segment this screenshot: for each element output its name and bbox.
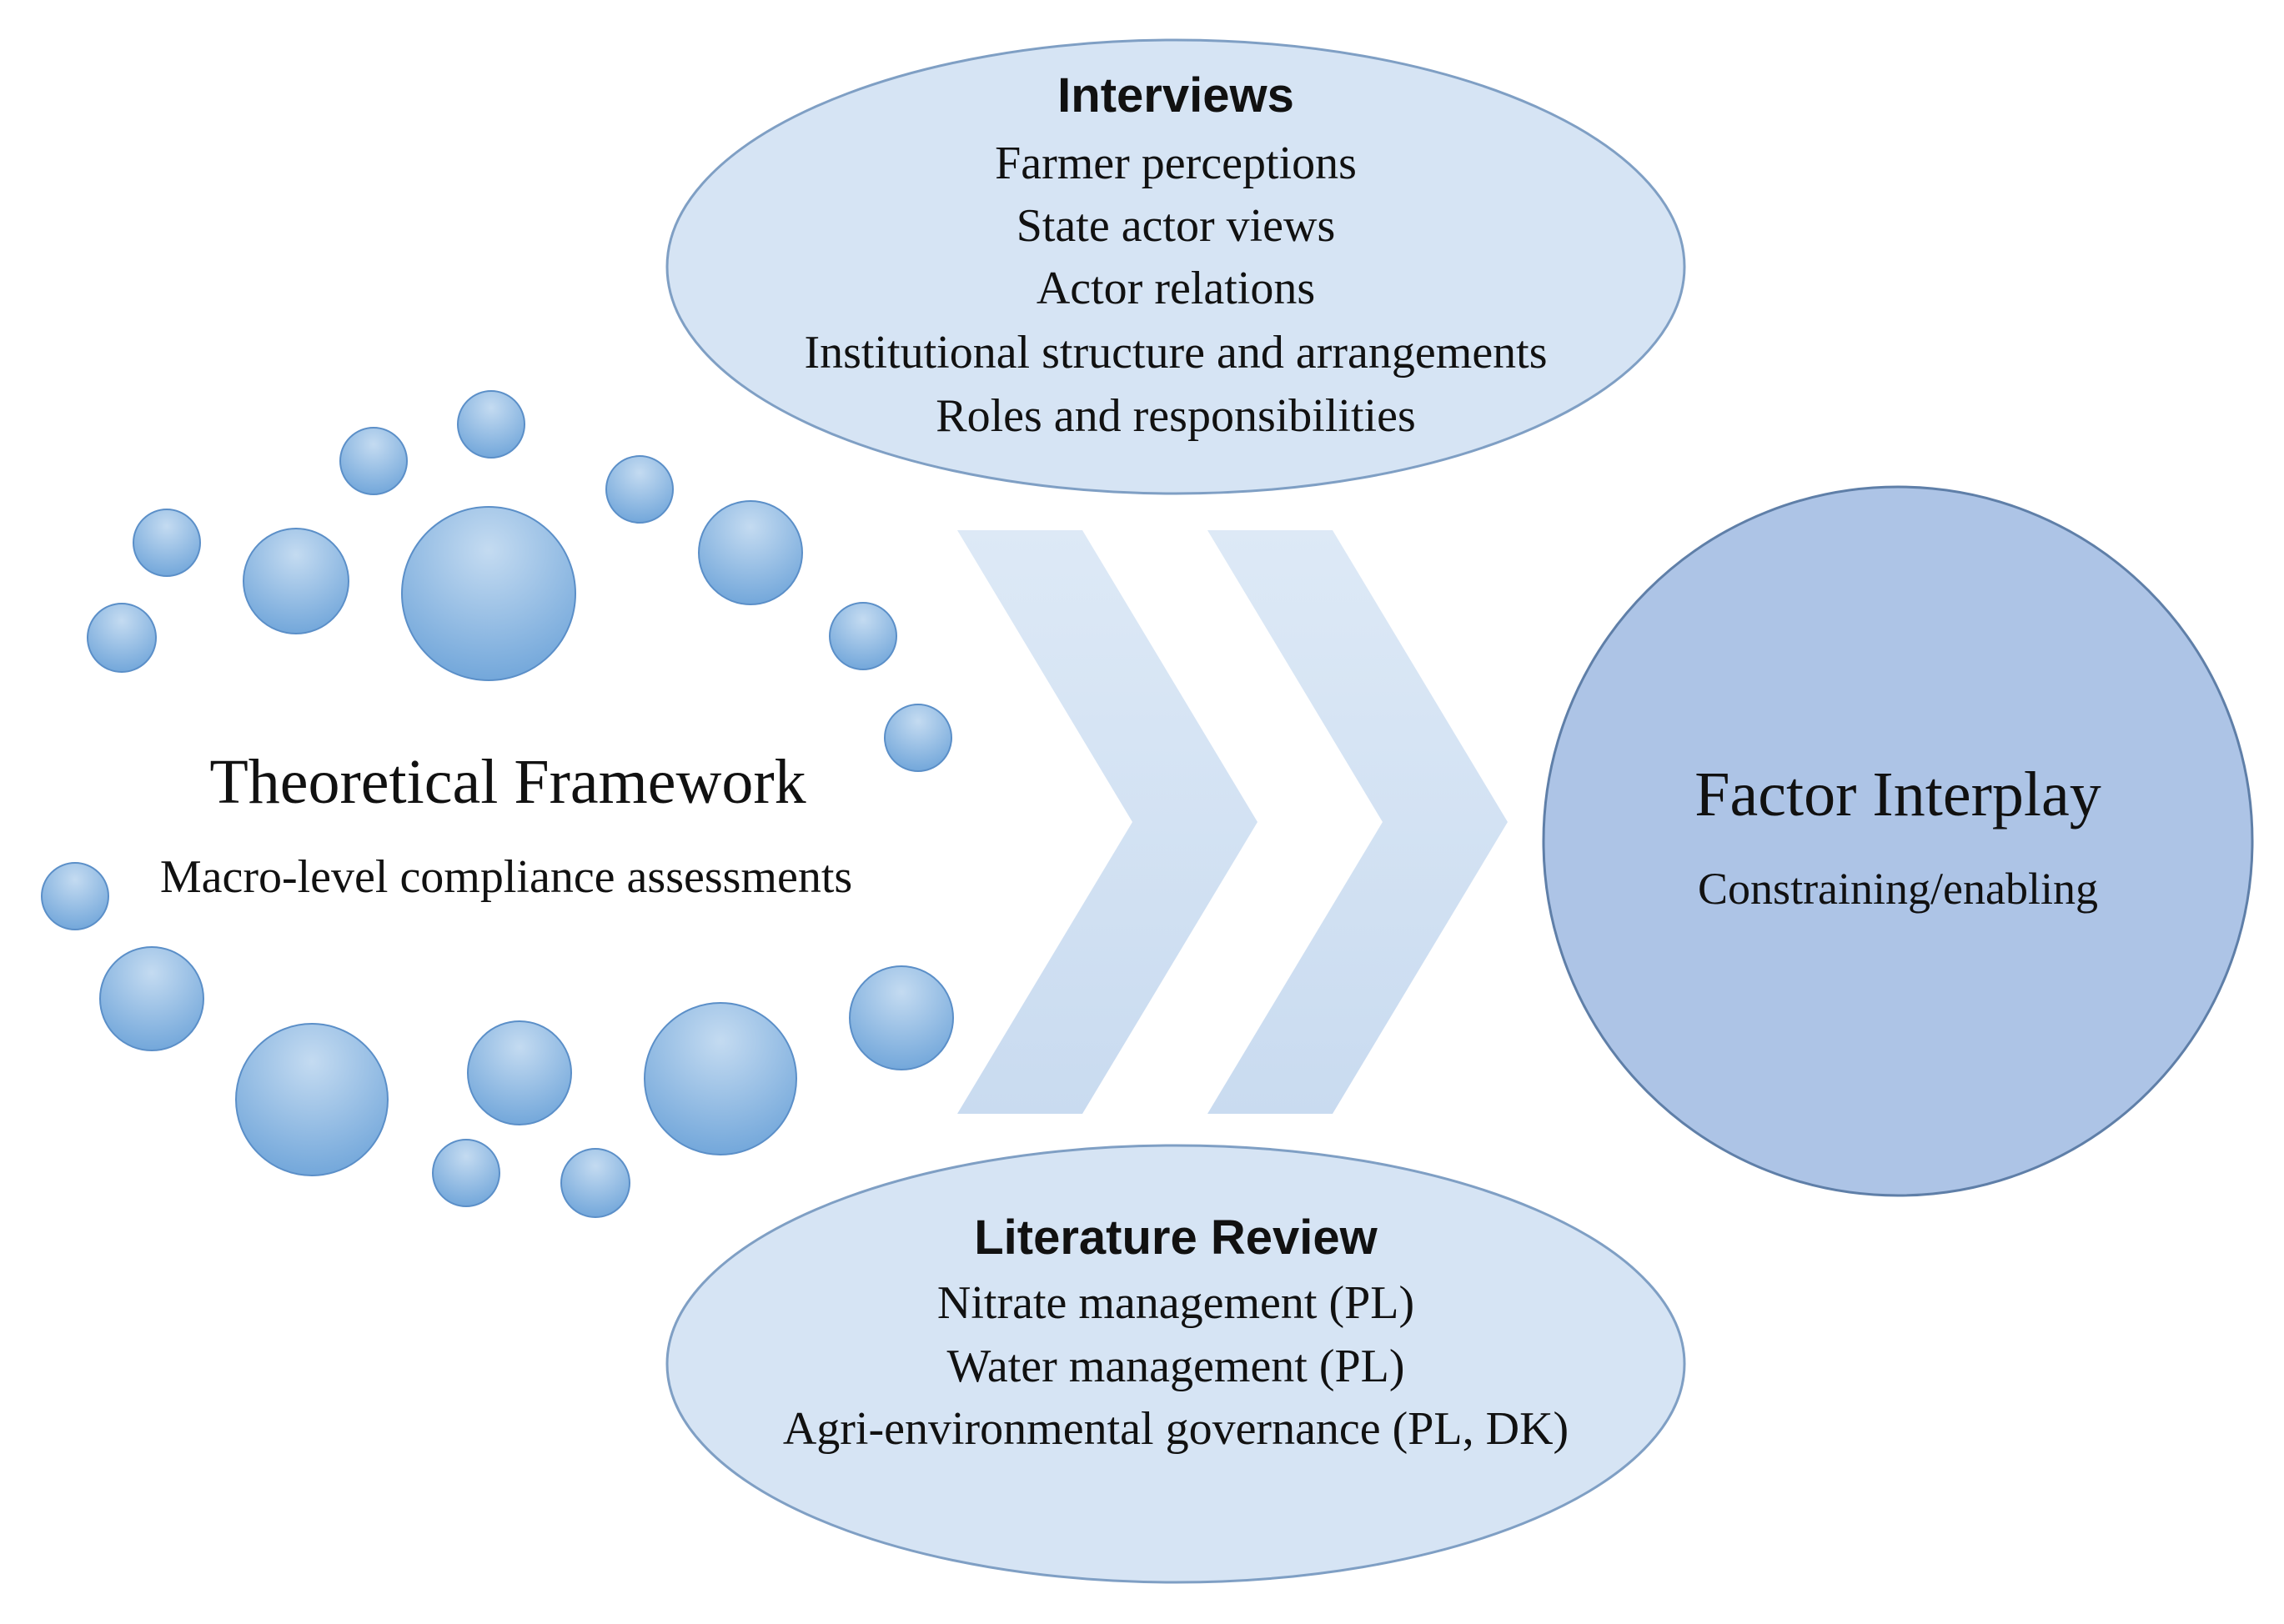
literature-review-item: Agri-environmental governance (PL, DK) (782, 1403, 1569, 1455)
bubble (829, 602, 897, 670)
literature-review-item: Nitrate management (PL) (936, 1277, 1415, 1329)
bubble (133, 509, 201, 577)
chevron-arrow-1 (957, 530, 1257, 1114)
bubble (41, 862, 109, 930)
literature-review-ellipse (665, 1144, 1686, 1584)
bubble (457, 390, 525, 459)
interviews-item: Farmer perceptions (995, 138, 1357, 189)
bubble (884, 704, 952, 772)
bubble (644, 1002, 797, 1155)
bubble (560, 1148, 630, 1218)
bubble (87, 603, 157, 673)
interviews-item: Actor relations (1036, 263, 1316, 314)
bubble (849, 965, 954, 1070)
interviews-item: State actor views (1016, 200, 1336, 252)
interviews-item: Institutional structure and arrangements (804, 327, 1548, 378)
bubble (401, 506, 576, 681)
theoretical-framework-bubbles (41, 390, 954, 1218)
literature-review-item: Water management (PL) (946, 1341, 1405, 1392)
bubble (432, 1139, 500, 1207)
bubble (99, 946, 204, 1051)
bubble (467, 1020, 572, 1125)
theoretical-framework-title: Theoretical Framework (209, 747, 806, 817)
bubble (605, 455, 674, 524)
factor-interplay-circle (1542, 485, 2254, 1197)
factor-interplay-subtitle: Constraining/enabling (1698, 864, 2098, 914)
interviews-title: Interviews (1057, 68, 1294, 123)
interviews-ellipse (665, 38, 1686, 495)
chevron-arrow-2 (1207, 530, 1508, 1114)
theoretical-framework-subtitle: Macro-level compliance assessments (159, 851, 853, 903)
bubble (243, 528, 349, 634)
bubble (698, 500, 803, 605)
interviews-item: Roles and responsibilities (936, 390, 1416, 442)
bubble (339, 427, 408, 495)
literature-review-title: Literature Review (974, 1210, 1378, 1265)
factor-interplay-title: Factor Interplay (1694, 759, 2101, 830)
bubble (235, 1023, 389, 1176)
